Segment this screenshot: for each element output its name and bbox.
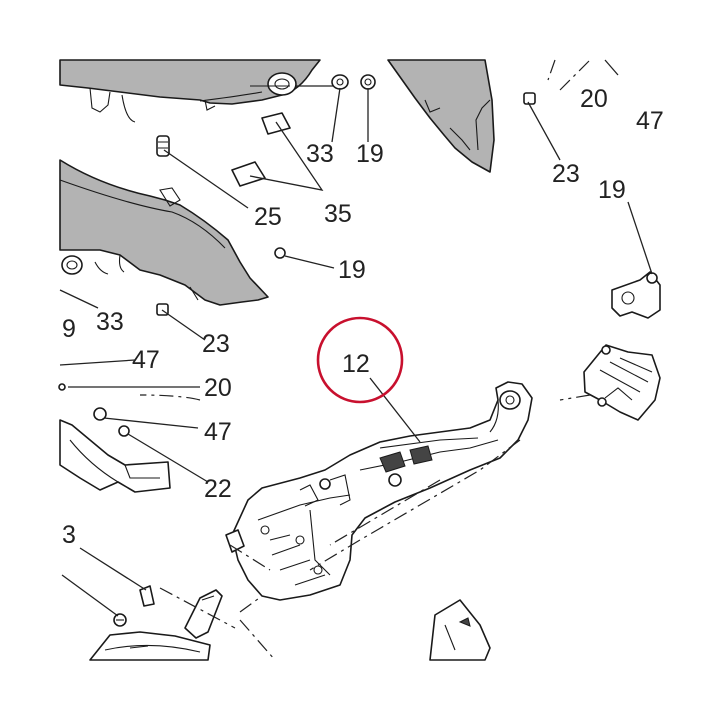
callout-47-upper: 47 — [132, 346, 160, 374]
middle-fairing-panel — [59, 159, 269, 306]
callout-23-top-right: 23 — [552, 160, 580, 188]
screw-3-lower — [113, 613, 127, 627]
washer-33-top — [331, 74, 349, 90]
clip-3 — [139, 585, 155, 607]
screw-19-middle — [274, 247, 286, 259]
callout-25: 25 — [254, 203, 282, 231]
washer-47 — [93, 407, 107, 421]
callout-20-left: 20 — [204, 374, 232, 402]
assembly-axis-lines — [139, 57, 593, 661]
pad-35-lower — [231, 161, 266, 187]
main-bracket-part-12 — [225, 381, 533, 601]
lower-left-bracket — [59, 419, 171, 493]
highlight-circle — [316, 316, 404, 404]
grommet-25 — [156, 135, 170, 157]
callout-33-top: 33 — [306, 140, 334, 168]
callout-22: 22 — [204, 475, 232, 503]
leader-lines — [59, 59, 653, 617]
callout-19-top: 19 — [356, 140, 384, 168]
small-bracket-lower — [184, 589, 223, 639]
callout-47-top-right: 47 — [636, 107, 664, 135]
nut-19-top — [360, 74, 376, 90]
right-side-bracket — [583, 271, 661, 421]
upper-fairing-panel — [59, 59, 321, 123]
callout-labels: 12 33 19 35 25 19 9 33 23 47 20 47 22 3 … — [62, 85, 664, 549]
lower-right-fragment — [429, 599, 491, 661]
upper-right-panel — [387, 59, 495, 173]
lower-left-panel — [89, 631, 211, 661]
washer-20 — [58, 383, 66, 391]
callout-23-middle: 23 — [202, 330, 230, 358]
screw-22 — [118, 425, 130, 437]
callout-47-lower: 47 — [204, 418, 232, 446]
callout-12: 12 — [342, 350, 370, 378]
callout-33-left: 33 — [96, 308, 124, 336]
callout-19-middle: 19 — [338, 256, 366, 284]
callout-9: 9 — [62, 315, 76, 343]
callout-35: 35 — [324, 200, 352, 228]
pad-35-upper — [261, 112, 291, 135]
callout-20-top-right: 20 — [580, 85, 608, 113]
clip-23-top-right — [523, 92, 536, 105]
callout-19-right: 19 — [598, 176, 626, 204]
callout-3: 3 — [62, 521, 76, 549]
